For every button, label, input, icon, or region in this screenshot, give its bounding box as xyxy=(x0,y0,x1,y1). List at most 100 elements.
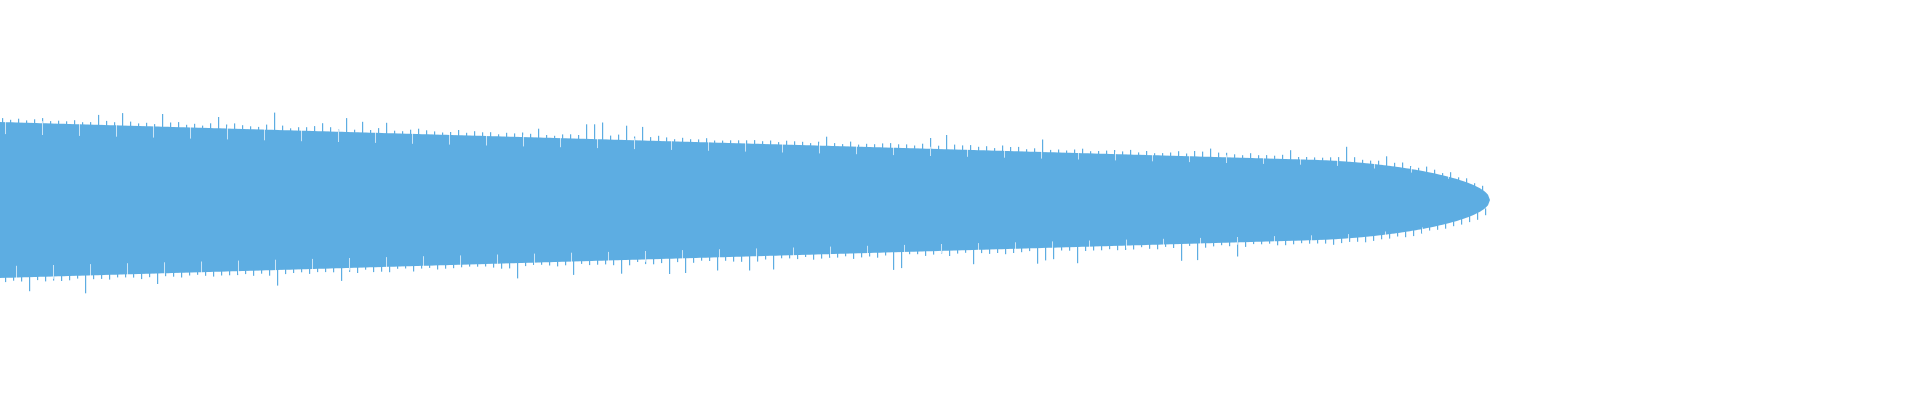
waveform-peak-upper xyxy=(178,122,180,130)
waveform-peak-upper xyxy=(1434,169,1436,176)
waveform-peak-upper xyxy=(274,112,276,132)
waveform-peak-upper xyxy=(122,113,124,128)
waveform-peak-upper xyxy=(1298,157,1300,162)
waveform-peak-upper xyxy=(746,140,748,146)
waveform-peak-lower xyxy=(173,271,175,277)
waveform-envelope xyxy=(0,122,1490,278)
waveform-peak-lower xyxy=(933,249,935,255)
waveform-peak-lower xyxy=(973,248,975,265)
waveform-texture-gap xyxy=(597,137,598,149)
waveform-peak-upper xyxy=(1266,155,1268,161)
waveform-peak-lower xyxy=(165,271,167,277)
waveform-peak-upper xyxy=(1026,149,1028,154)
waveform-peak-upper xyxy=(786,140,788,147)
waveform-peak-lower xyxy=(245,269,247,275)
waveform-peak-upper xyxy=(1170,152,1172,158)
waveform-peak-upper xyxy=(130,121,132,128)
waveform-texture-gap xyxy=(153,124,154,138)
waveform-peak-lower xyxy=(125,272,127,278)
waveform-peak-lower xyxy=(605,258,607,265)
waveform-peak-lower xyxy=(37,275,39,281)
waveform-peak-lower xyxy=(1325,237,1327,244)
waveform-peak-upper xyxy=(154,124,156,129)
waveform-peak-upper xyxy=(1090,151,1092,156)
waveform-peak-lower xyxy=(13,275,15,281)
waveform-texture-gap xyxy=(16,265,17,280)
waveform-peak-lower xyxy=(93,273,95,280)
waveform-peak-upper xyxy=(690,139,692,144)
waveform-peak-upper xyxy=(586,124,588,141)
waveform-peak-upper xyxy=(626,125,628,143)
waveform-texture-gap xyxy=(5,120,6,135)
waveform-texture-gap xyxy=(645,251,646,262)
waveform-peak-upper xyxy=(1394,162,1396,169)
waveform-texture-gap xyxy=(719,249,720,260)
waveform-peak-lower xyxy=(325,266,327,273)
waveform-peak-upper xyxy=(554,135,556,140)
waveform-peak-upper xyxy=(898,144,900,150)
waveform-peak-lower xyxy=(613,258,615,266)
waveform-texture-gap xyxy=(560,136,561,148)
waveform-peak-upper xyxy=(1242,155,1244,160)
waveform-peak-upper xyxy=(602,122,604,142)
waveform-peak-upper xyxy=(426,130,428,137)
waveform-peak-upper xyxy=(578,135,580,141)
waveform-peak-lower xyxy=(1373,234,1375,241)
waveform-texture-gap xyxy=(1237,237,1238,245)
waveform-peak-upper xyxy=(954,144,956,152)
waveform-peak-upper xyxy=(234,123,236,131)
waveform-peak-lower xyxy=(397,264,399,269)
waveform-peak-lower xyxy=(429,263,431,268)
waveform-peak-upper xyxy=(914,145,916,151)
waveform-peak-upper xyxy=(362,121,364,135)
waveform-peak-lower xyxy=(317,267,319,273)
waveform-texture-gap xyxy=(1226,155,1227,163)
waveform-texture-gap xyxy=(238,260,239,274)
waveform-peak-lower xyxy=(213,270,215,277)
waveform-peak-upper xyxy=(1066,150,1068,155)
waveform-peak-upper xyxy=(498,134,500,139)
waveform-peak-upper xyxy=(66,121,68,126)
waveform-peak-upper xyxy=(890,143,892,150)
waveform-peak-lower xyxy=(749,254,751,271)
waveform-texture-gap xyxy=(1422,227,1423,233)
waveform-peak-upper xyxy=(810,143,812,148)
waveform-peak-lower xyxy=(197,270,199,275)
waveform-peak-lower xyxy=(277,268,279,286)
waveform-peak-upper xyxy=(282,125,284,133)
waveform-peak-lower xyxy=(557,260,559,267)
waveform-peak-lower xyxy=(765,254,767,260)
waveform-peak-upper xyxy=(226,124,228,131)
waveform-texture-gap xyxy=(1411,167,1412,173)
waveform-peak-upper xyxy=(1482,185,1484,192)
waveform-peak-lower xyxy=(885,250,887,256)
waveform-peak-lower xyxy=(1397,231,1399,237)
waveform-texture-gap xyxy=(1015,242,1016,252)
waveform-peak-upper xyxy=(962,145,964,152)
waveform-peak-lower xyxy=(21,275,23,282)
waveform-peak-lower xyxy=(517,261,519,279)
waveform-peak-upper xyxy=(74,120,76,127)
waveform-peak-lower xyxy=(1037,246,1039,264)
waveform-peak-upper xyxy=(1474,183,1476,188)
waveform-texture-gap xyxy=(1448,174,1449,179)
waveform-peak-upper xyxy=(1042,139,1044,154)
waveform-peak-upper xyxy=(370,130,372,135)
waveform-texture-gap xyxy=(1459,221,1460,226)
waveform-peak-lower xyxy=(1165,242,1167,247)
waveform-texture-gap xyxy=(782,142,783,153)
waveform-peak-lower xyxy=(1445,222,1447,229)
waveform-peak-upper xyxy=(594,124,596,142)
waveform-peak-lower xyxy=(45,274,47,282)
waveform-peak-upper xyxy=(546,135,548,140)
waveform-peak-lower xyxy=(253,268,255,276)
waveform-peak-lower xyxy=(357,265,359,273)
waveform-peak-upper xyxy=(850,141,852,149)
waveform-peak-lower xyxy=(821,252,823,259)
waveform-peak-upper xyxy=(322,123,324,134)
waveform-peak-lower xyxy=(509,261,511,269)
waveform-texture-gap xyxy=(227,126,228,140)
waveform-texture-gap xyxy=(1385,231,1386,238)
waveform-peak-lower xyxy=(981,247,983,254)
